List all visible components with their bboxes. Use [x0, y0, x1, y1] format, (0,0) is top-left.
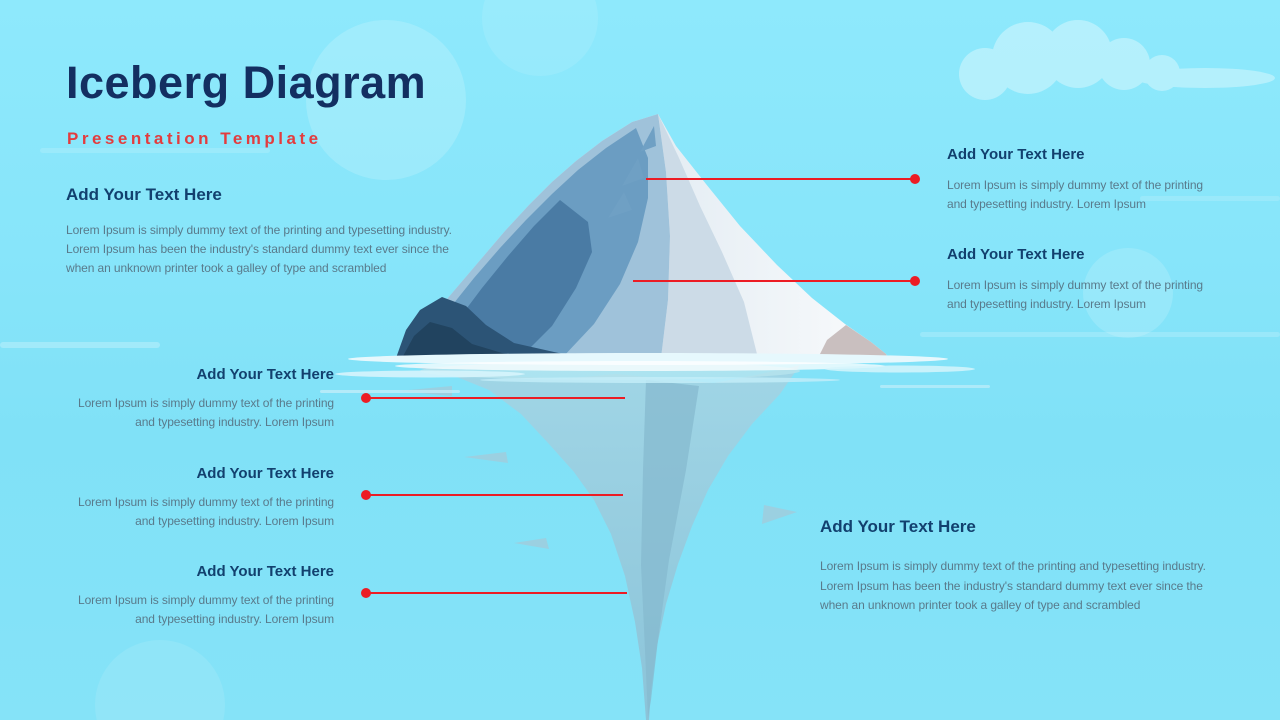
iceberg-underwater	[398, 362, 800, 720]
callout-dot-icon	[361, 490, 371, 500]
callout-body-line: Lorem Ipsum is simply dummy text of the …	[947, 278, 1203, 292]
callout-dot-icon	[361, 588, 371, 598]
callout-body-line: and typesetting industry. Lorem Ipsum	[135, 514, 334, 528]
callout-body-line: Lorem Ipsum has been the industry's stan…	[820, 578, 1203, 593]
callout-body-line: and typesetting industry. Lorem Ipsum	[135, 612, 334, 626]
callout-line	[366, 397, 625, 399]
callout-heading: Add Your Text Here	[947, 246, 1085, 263]
callout-body-line: Lorem Ipsum is simply dummy text of the …	[78, 495, 334, 509]
callout-line	[646, 178, 915, 180]
callout-body-line: when an unknown printer took a galley of…	[66, 261, 387, 275]
callout-heading: Add Your Text Here	[196, 366, 334, 383]
callout-heading: Add Your Text Here	[66, 185, 222, 204]
callout-heading: Add Your Text Here	[947, 146, 1085, 163]
callout-heading: Add Your Text Here	[820, 517, 976, 536]
callout-body-line: Lorem Ipsum is simply dummy text of the …	[947, 178, 1203, 192]
callout-body-line: Lorem Ipsum is simply dummy text of the …	[78, 593, 334, 607]
page-subtitle: Presentation Template	[67, 129, 322, 148]
waterline-foam	[320, 353, 990, 393]
callout-body-line: Lorem Ipsum is simply dummy text of the …	[78, 396, 334, 410]
callout-bottom-right: Add Your Text Here Lorem Ipsum is simply…	[820, 516, 1250, 616]
callout-mid-left-3: Add Your Text Here Lorem Ipsum is simply…	[40, 563, 334, 629]
callout-heading: Add Your Text Here	[196, 465, 334, 482]
callout-heading: Add Your Text Here	[196, 563, 334, 580]
callout-body-line: and typesetting industry. Lorem Ipsum	[135, 415, 334, 429]
iceberg-above-water	[396, 114, 888, 358]
callout-body-line: when an unknown printer took a galley of…	[820, 598, 1141, 612]
callout-dot-icon	[361, 393, 371, 403]
callout-line	[366, 494, 623, 496]
callout-dot-icon	[910, 276, 920, 286]
callout-body-line: and typesetting industry. Lorem Ipsum	[947, 297, 1146, 311]
callout-right-lower: Add Your Text Here Lorem Ipsum is simply…	[947, 246, 1247, 314]
callout-body-line: Lorem Ipsum is simply dummy text of the …	[66, 223, 452, 237]
callout-body-line: Lorem Ipsum is simply dummy text of the …	[820, 559, 1206, 573]
callout-left-top: Add Your Text Here Lorem Ipsum is simply…	[66, 185, 486, 278]
callout-dot-icon	[910, 174, 920, 184]
callout-body-line: and typesetting industry. Lorem Ipsum	[947, 197, 1146, 211]
callout-line	[366, 592, 627, 594]
callout-line	[633, 280, 915, 282]
callout-mid-left-2: Add Your Text Here Lorem Ipsum is simply…	[40, 465, 334, 531]
callout-right-upper: Add Your Text Here Lorem Ipsum is simply…	[947, 146, 1247, 214]
page-title: Iceberg Diagram	[66, 57, 427, 108]
callout-body-line: Lorem Ipsum has been the industry's stan…	[66, 242, 449, 256]
callout-mid-left-1: Add Your Text Here Lorem Ipsum is simply…	[40, 366, 334, 432]
